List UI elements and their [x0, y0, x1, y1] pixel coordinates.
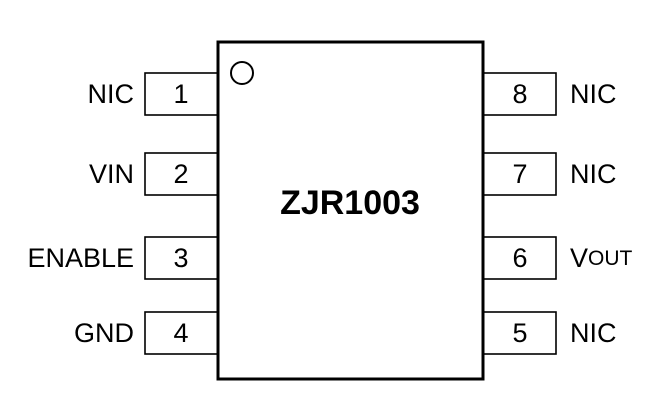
pin-3-name: ENABLE — [27, 243, 134, 273]
pin-7-name: NIC — [570, 159, 617, 189]
pin-6-number: 6 — [512, 243, 527, 273]
pin-6-name-rest: OUT — [588, 247, 633, 270]
pin1-indicator-icon — [230, 61, 254, 85]
pin-8-name: NIC — [570, 79, 617, 109]
pin-5-number: 5 — [512, 318, 527, 348]
pin-5-name: NIC — [570, 318, 617, 348]
pin-1-box — [144, 72, 219, 116]
pin-8-number: 8 — [512, 79, 527, 109]
pin-2-number: 2 — [173, 159, 188, 189]
pin-7-number: 7 — [512, 159, 527, 189]
pin-1-name: NIC — [88, 79, 135, 109]
pin-6-name-first: V — [570, 243, 588, 273]
pin-2-box — [144, 152, 219, 196]
pin-4-name: GND — [74, 318, 134, 348]
pin-1-number: 1 — [173, 79, 188, 109]
pin-8-box — [482, 72, 557, 116]
pin-4-number: 4 — [173, 318, 188, 348]
pin-2-name: VIN — [89, 159, 134, 189]
part-name: ZJR1003 — [280, 184, 420, 222]
pin-3-number: 3 — [173, 243, 188, 273]
pin-6-box — [482, 236, 557, 280]
pin-6-name: VOUT — [570, 243, 633, 273]
pin-3-box — [144, 236, 219, 280]
chip-body — [216, 40, 485, 381]
